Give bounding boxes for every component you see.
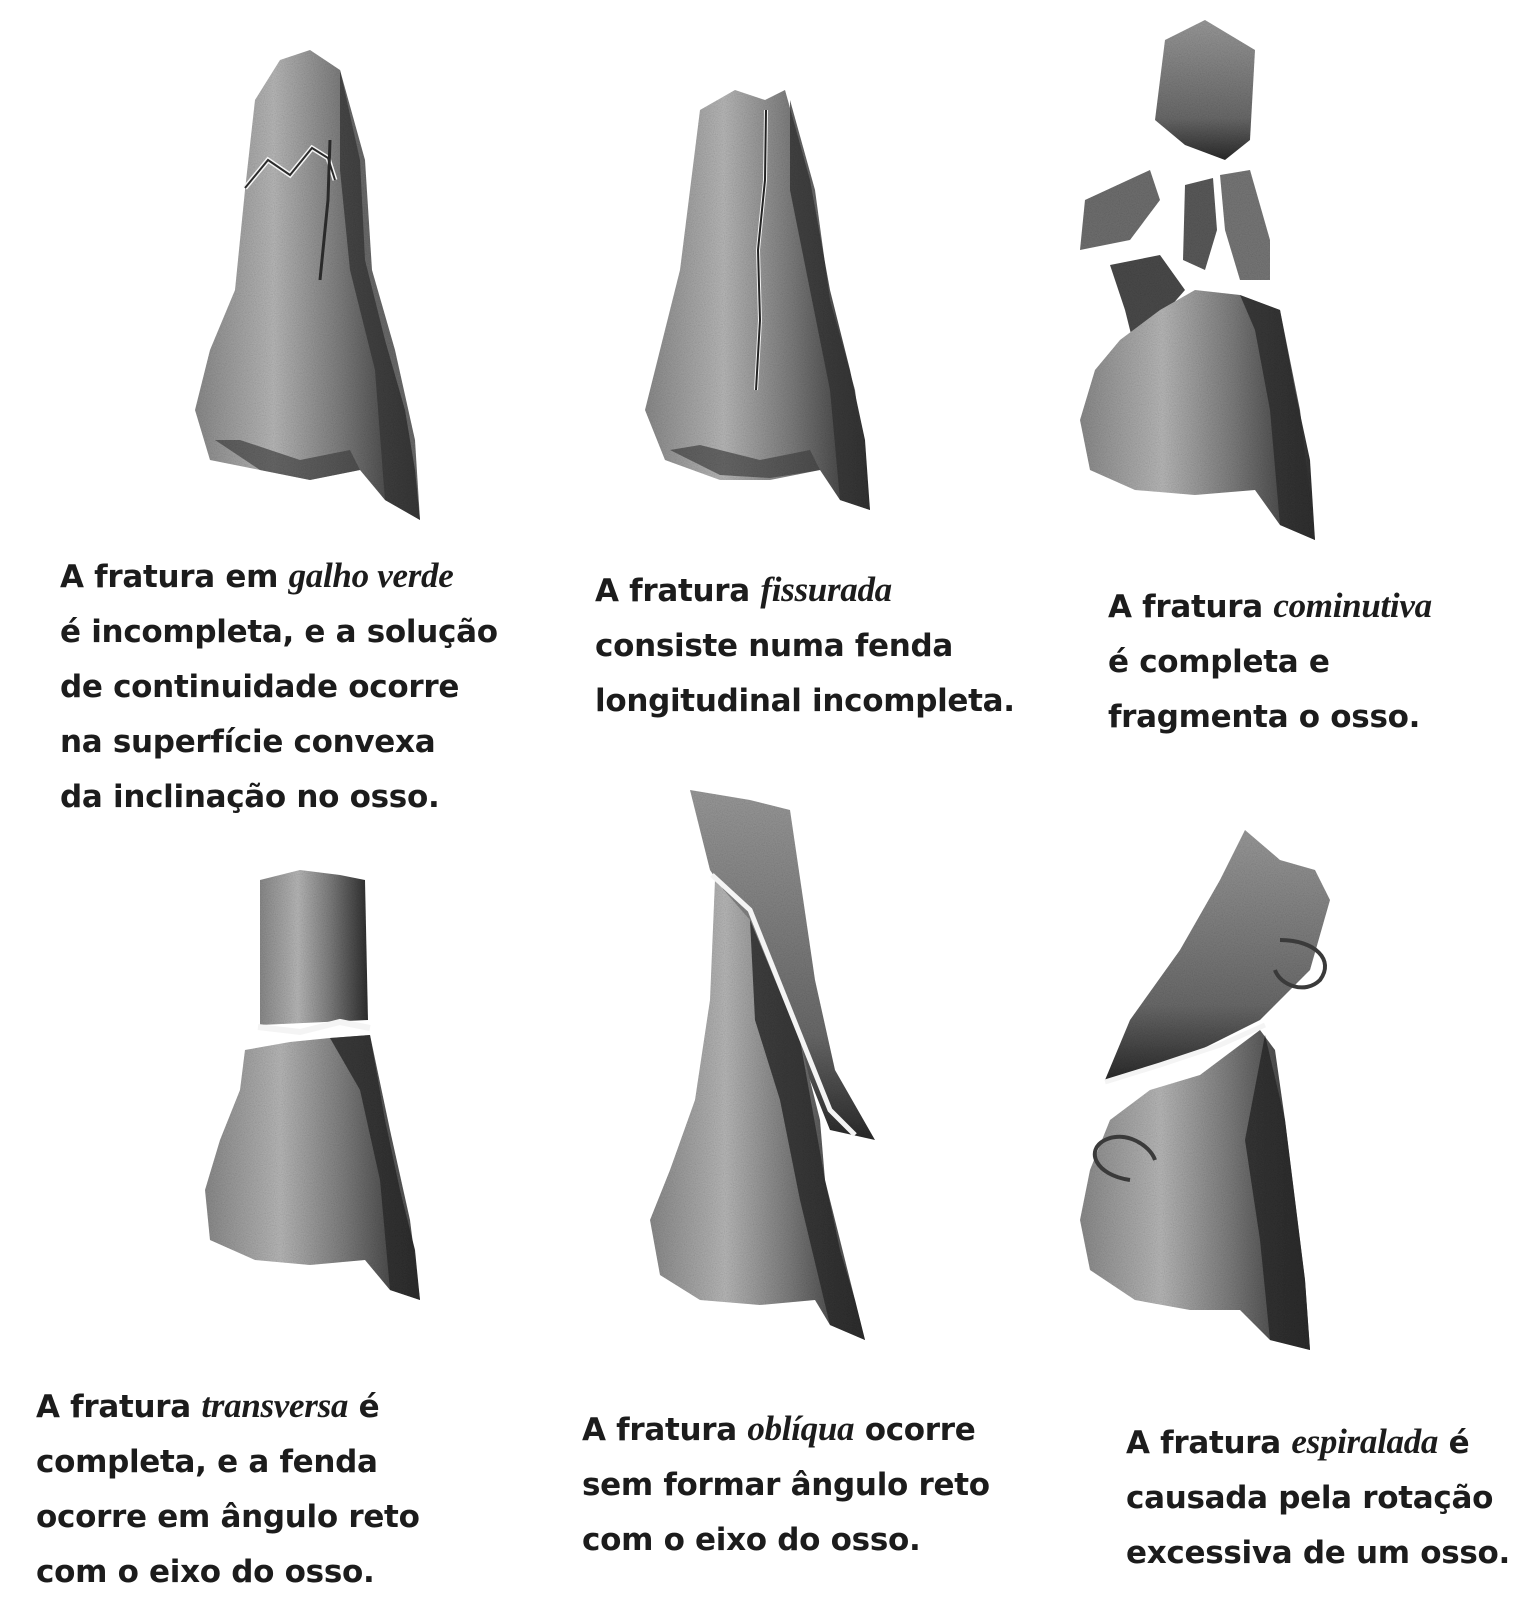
caption-greenstick-line-2: é incompleta, e a solução bbox=[60, 605, 498, 660]
caption-comminuted-line-2: é completa e bbox=[1108, 635, 1432, 690]
term-galho-verde: galho verde bbox=[289, 556, 454, 595]
caption-spiral-line-2: causada pela rotação bbox=[1126, 1471, 1510, 1526]
caption-transverse-line-4: com o eixo do osso. bbox=[36, 1545, 420, 1600]
caption-comminuted: A fratura cominutiva é completa e fragme… bbox=[1108, 578, 1432, 745]
caption-greenstick-line-5: da inclinação no osso. bbox=[60, 770, 498, 825]
caption-fissured-line-2: consiste numa fenda bbox=[595, 619, 1015, 674]
caption-comminuted-line-1: A fratura cominutiva bbox=[1108, 578, 1432, 635]
caption-greenstick-line-1: A fratura em galho verde bbox=[60, 548, 498, 605]
transverse-fracture-bone bbox=[200, 850, 440, 1320]
caption-spiral: A fratura espiralada é causada pela rota… bbox=[1126, 1414, 1510, 1581]
term-fissurada: fissurada bbox=[760, 570, 892, 609]
caption-greenstick: A fratura em galho verde é incompleta, e… bbox=[60, 548, 498, 825]
caption-oblique-line-1: A fratura oblíqua ocorre bbox=[582, 1401, 990, 1458]
term-espiralada: espiralada bbox=[1291, 1422, 1438, 1461]
caption-fissured-line-1: A fratura fissurada bbox=[595, 562, 1015, 619]
term-obliqua: oblíqua bbox=[747, 1409, 854, 1448]
term-transversa: transversa bbox=[201, 1386, 348, 1425]
caption-fissured: A fratura fissurada consiste numa fenda … bbox=[595, 562, 1015, 729]
oblique-fracture-bone bbox=[640, 780, 900, 1350]
caption-spiral-line-1: A fratura espiralada é bbox=[1126, 1414, 1510, 1471]
caption-spiral-line-3: excessiva de um osso. bbox=[1126, 1526, 1510, 1581]
caption-transverse: A fratura transversa é completa, e a fen… bbox=[36, 1378, 420, 1600]
caption-oblique-line-3: com o eixo do osso. bbox=[582, 1513, 990, 1568]
caption-oblique: A fratura oblíqua ocorre sem formar ângu… bbox=[582, 1401, 990, 1568]
caption-transverse-line-1: A fratura transversa é bbox=[36, 1378, 420, 1435]
term-cominutiva: cominutiva bbox=[1273, 586, 1431, 625]
comminuted-fracture-bone bbox=[1065, 10, 1325, 560]
spiral-fracture-bone bbox=[1080, 820, 1350, 1360]
greenstick-fracture-bone bbox=[190, 40, 440, 530]
caption-fissured-line-3: longitudinal incompleta. bbox=[595, 674, 1015, 729]
caption-comminuted-line-3: fragmenta o osso. bbox=[1108, 690, 1432, 745]
fissured-fracture-bone bbox=[640, 70, 890, 540]
caption-transverse-line-3: ocorre em ângulo reto bbox=[36, 1490, 420, 1545]
caption-transverse-line-2: completa, e a fenda bbox=[36, 1435, 420, 1490]
caption-greenstick-line-3: de continuidade ocorre bbox=[60, 660, 498, 715]
caption-oblique-line-2: sem formar ângulo reto bbox=[582, 1458, 990, 1513]
caption-greenstick-line-4: na superfície convexa bbox=[60, 715, 498, 770]
